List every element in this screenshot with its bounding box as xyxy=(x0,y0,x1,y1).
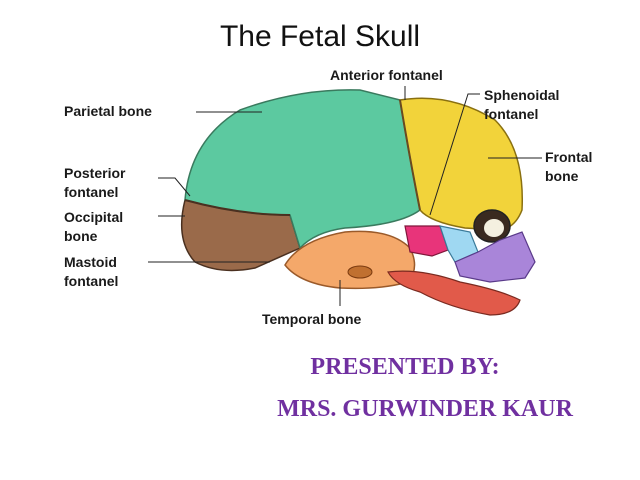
slide-title: The Fetal Skull xyxy=(219,20,421,53)
leader-lines xyxy=(148,86,542,306)
label-mastoid-fontanel: Mastoid fontanel xyxy=(64,254,119,289)
label-parietal-bone: Parietal bone xyxy=(64,103,152,119)
label-sphenoidal-fontanel: Sphenoidal fontanel xyxy=(484,87,560,122)
label-anterior-fontanel: Anterior fontanel xyxy=(330,67,443,83)
label-temporal-bone: Temporal bone xyxy=(262,311,362,327)
label-posterior-fontanel: Posterior fontanel xyxy=(64,165,126,200)
label-frontal-bone: Frontal bone xyxy=(545,149,593,184)
presented-by-heading: PRESENTED BY: xyxy=(310,354,500,380)
maxilla xyxy=(454,231,536,283)
mandible xyxy=(387,270,521,316)
temporal-bone xyxy=(284,230,416,290)
label-occipital-bone: Occipital bone xyxy=(64,209,124,244)
ear-canal xyxy=(347,265,373,279)
sphenoid-bone xyxy=(404,225,449,257)
presenter-name: MRS. GURWINDER KAUR xyxy=(277,396,573,422)
